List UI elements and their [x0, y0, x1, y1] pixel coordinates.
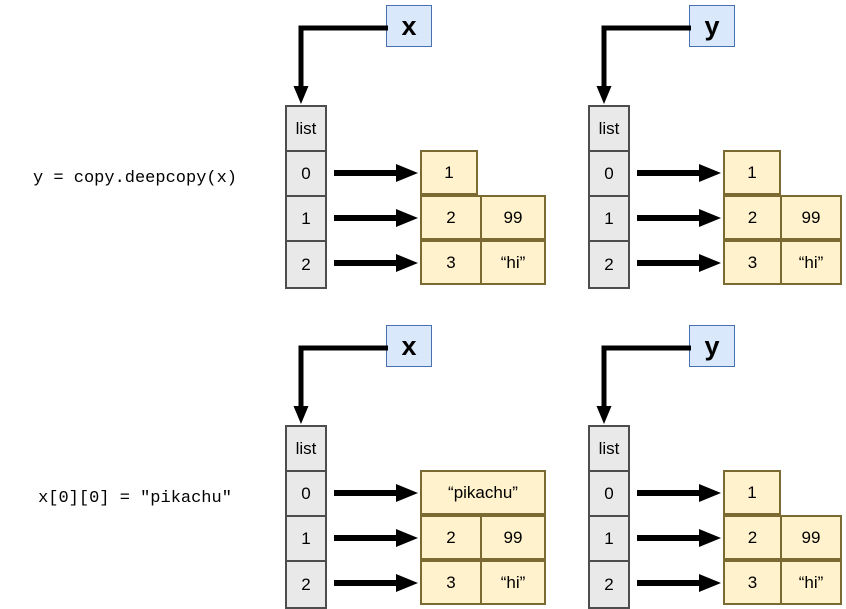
- link-arrow-slot2-row1-x: [334, 254, 418, 272]
- inner-cell-0: 2: [725, 517, 780, 558]
- link-arrow-slot0-row1-x: [334, 164, 418, 182]
- inner-list-0-row2-y: 1: [723, 470, 781, 515]
- variable-box-x-row1: x: [386, 5, 432, 47]
- inner-list-2-row2-y: 3 “hi”: [723, 560, 842, 605]
- link-arrow-slot1-row1-x: [334, 209, 418, 227]
- list-object-x-row1: list 0 1 2: [285, 105, 327, 289]
- list-object-y-row2: list 0 1 2: [588, 425, 630, 609]
- inner-list-2-row2-x: 3 “hi”: [420, 560, 546, 605]
- inner-cell-1: “hi”: [480, 562, 544, 603]
- list-slot-1: 1: [590, 197, 628, 242]
- code-label-mutate: x[0][0] = "pikachu": [38, 489, 232, 508]
- inner-cell-1: 99: [480, 197, 544, 238]
- inner-cell-0: 3: [725, 562, 780, 603]
- list-slot-2: 2: [287, 242, 325, 287]
- link-arrow-slot0-row2-x: [334, 484, 418, 502]
- link-arrow-slot1-row2-y: [637, 529, 721, 547]
- inner-cell-0: 1: [725, 472, 779, 513]
- inner-cell-1: “hi”: [780, 242, 840, 283]
- link-arrow-slot2-row1-y: [637, 254, 721, 272]
- list-header: list: [590, 427, 628, 472]
- inner-list-0-row2-x: “pikachu”: [420, 470, 546, 515]
- inner-cell-1: 99: [480, 517, 544, 558]
- inner-cell-0: “pikachu”: [422, 472, 544, 513]
- inner-list-2-row1-y: 3 “hi”: [723, 240, 842, 285]
- link-arrow-slot2-row2-y: [637, 574, 721, 592]
- variable-box-x-row2: x: [386, 325, 432, 367]
- list-slot-2: 2: [590, 562, 628, 607]
- code-label-deepcopy: y = copy.deepcopy(x): [32, 169, 238, 188]
- inner-cell-0: 2: [725, 197, 780, 238]
- inner-list-1-row1-x: 2 99: [420, 195, 546, 240]
- inner-list-1-row2-x: 2 99: [420, 515, 546, 560]
- list-slot-0: 0: [287, 472, 325, 517]
- inner-cell-0: 3: [422, 562, 480, 603]
- list-slot-2: 2: [287, 562, 325, 607]
- variable-box-y-row2: y: [689, 325, 735, 367]
- inner-cell-0: 2: [422, 517, 480, 558]
- pointer-arrow-y-row2: [596, 345, 691, 424]
- list-header: list: [287, 427, 325, 472]
- inner-cell-0: 3: [725, 242, 780, 283]
- inner-cell-1: “hi”: [780, 562, 840, 603]
- list-header: list: [287, 107, 325, 152]
- variable-box-y-row1: y: [689, 5, 735, 47]
- inner-cell-0: 1: [725, 152, 779, 193]
- list-object-y-row1: list 0 1 2: [588, 105, 630, 289]
- pointer-arrow-x-row2: [293, 345, 388, 424]
- list-slot-1: 1: [590, 517, 628, 562]
- inner-list-0-row1-x: 1: [420, 150, 478, 195]
- list-slot-1: 1: [287, 197, 325, 242]
- list-slot-0: 0: [590, 472, 628, 517]
- link-arrow-slot0-row1-y: [637, 164, 721, 182]
- list-slot-1: 1: [287, 517, 325, 562]
- inner-list-0-row1-y: 1: [723, 150, 781, 195]
- inner-list-1-row2-y: 2 99: [723, 515, 842, 560]
- link-arrow-slot1-row1-y: [637, 209, 721, 227]
- link-arrow-slot1-row2-x: [334, 529, 418, 547]
- pointer-arrow-x-row1: [293, 25, 388, 104]
- link-arrow-slot0-row2-y: [637, 484, 721, 502]
- inner-cell-0: 2: [422, 197, 480, 238]
- inner-cell-1: 99: [780, 517, 840, 558]
- inner-cell-1: 99: [780, 197, 840, 238]
- inner-list-1-row1-y: 2 99: [723, 195, 842, 240]
- list-slot-2: 2: [590, 242, 628, 287]
- inner-cell-0: 3: [422, 242, 480, 283]
- inner-cell-0: 1: [422, 152, 476, 193]
- inner-cell-1: “hi”: [480, 242, 544, 283]
- pointer-arrow-y-row1: [596, 25, 691, 104]
- list-header: list: [590, 107, 628, 152]
- link-arrow-slot2-row2-x: [334, 574, 418, 592]
- list-slot-0: 0: [287, 152, 325, 197]
- list-object-x-row2: list 0 1 2: [285, 425, 327, 609]
- list-slot-0: 0: [590, 152, 628, 197]
- inner-list-2-row1-x: 3 “hi”: [420, 240, 546, 285]
